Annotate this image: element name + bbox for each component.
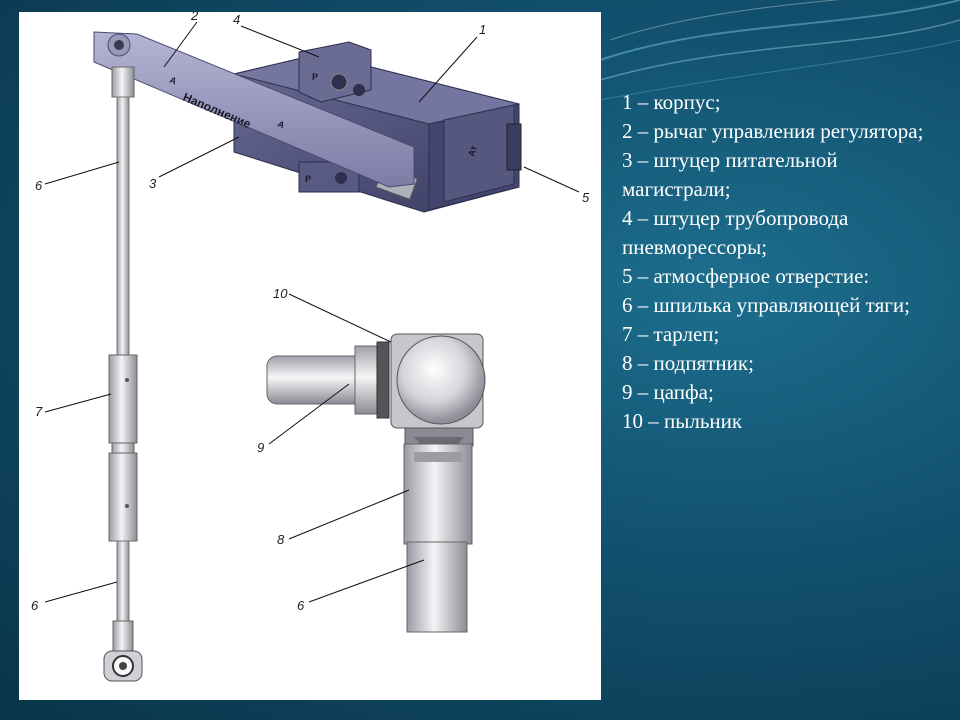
parts-legend: 1 – корпус; 2 – рычаг управления регулят… <box>622 88 942 436</box>
legend-item-5: 5 – атмосферное отверстие: <box>622 264 870 288</box>
leader-lines <box>44 21 580 603</box>
arrow-a-1: A <box>168 75 178 87</box>
port-p-bottom-label: P <box>305 174 311 184</box>
callout-10: 10 <box>273 286 288 301</box>
callout-6-detail: 6 <box>297 598 305 613</box>
control-rod-assembly <box>103 66 143 682</box>
callout-2: 2 <box>190 12 199 23</box>
callout-4: 4 <box>233 12 240 27</box>
legend-item-8: 8 – подпятник; <box>622 351 754 375</box>
callout-9: 9 <box>257 440 264 455</box>
arrow-a-2: A <box>276 119 286 131</box>
technical-drawing-panel: Ат P P Наполнение A A <box>19 12 601 700</box>
legend-item-4: 4 – штуцер трубопровода пневморессоры; <box>622 206 849 259</box>
callout-7: 7 <box>35 404 43 419</box>
callout-8: 8 <box>277 532 285 547</box>
legend-item-9: 9 – цапфа; <box>622 380 714 404</box>
legend-item-7: 7 – тарлеп; <box>622 322 720 346</box>
port-p-top-label: P <box>312 72 318 82</box>
ball-joint-detail <box>266 333 486 633</box>
legend-item-2: 2 – рычаг управления регулятора; <box>622 119 924 143</box>
callout-3: 3 <box>149 176 157 191</box>
callout-6-bottom: 6 <box>31 598 39 613</box>
legend-item-6: 6 – шпилька управляющей тяги; <box>622 293 910 317</box>
legend-item-10: 10 – пыльник <box>622 409 743 433</box>
regulator-drawing: Ат P P Наполнение A A <box>31 12 590 682</box>
callout-5: 5 <box>582 190 590 205</box>
port-at-label: Ат <box>466 144 479 158</box>
legend-item-3: 3 – штуцер питательной магистрали; <box>622 148 838 201</box>
callout-1: 1 <box>479 22 486 37</box>
callout-6-top: 6 <box>35 178 43 193</box>
legend-item-1: 1 – корпус; <box>622 90 721 114</box>
